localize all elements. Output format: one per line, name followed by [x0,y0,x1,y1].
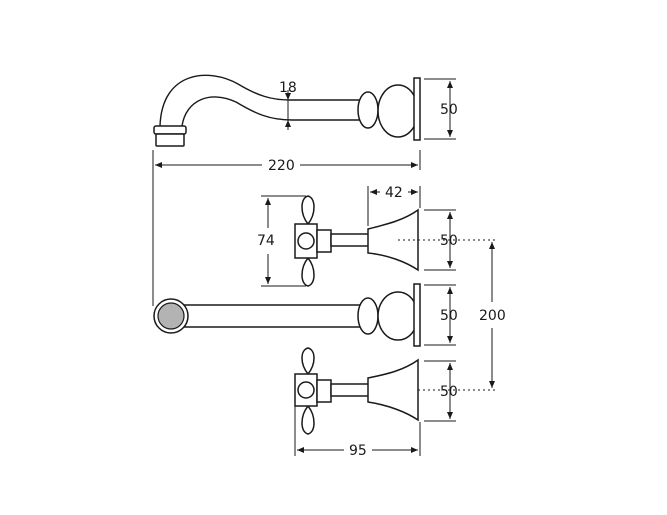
dim-handle-projection: 95 [294,406,421,459]
spout-wall-flange [413,77,421,141]
hot-tap-handle-assembly [294,195,419,287]
dim-handle-projection-label: 95 [349,443,367,459]
hot-handle-boss [297,232,315,250]
cold-handle-bottom-wing [301,404,315,435]
cold-handle-top-wing [301,347,315,376]
spout-arm-top-edge [159,74,360,127]
outlet-body-bulb [377,291,419,341]
dim-handle-centres: 200 [479,242,506,388]
dim-outlet-flange-height: 50 [424,284,458,346]
dim-spout-diameter: 18 [279,80,297,130]
spout-side-view [153,74,421,147]
spout-outlet-nozzle [153,125,187,135]
spout-body-bulb [377,84,419,138]
dim-outlet-flange-label: 50 [440,308,458,324]
dim-handle-centres-label: 200 [479,308,506,324]
hot-handle-top-wing [301,195,315,226]
cold-handle-boss [297,381,315,399]
dim-hot-flange-label: 50 [440,233,458,249]
dim-spout-flange-label: 50 [440,102,458,118]
spout-outlet-tip [155,133,185,147]
dim-spout-projection: 220 [152,150,421,306]
cold-handle-spindle [330,383,370,397]
dim-spout-diameter-label: 18 [279,80,297,96]
outlet-wall-flange [413,283,421,347]
dim-spout-projection-label: 220 [268,158,295,174]
cold-handle-flange-bell [367,358,419,422]
dim-spout-flange-height: 50 [424,78,458,140]
dim-cold-flange-label: 50 [440,384,458,400]
cold-tap-handle-assembly [294,347,419,435]
dim-hot-flange-height: 50 [424,209,458,271]
hot-handle-collar [316,229,332,253]
cold-handle-collar [316,379,332,403]
dim-handle-height-label: 74 [257,233,275,249]
dim-handle-flange-depth: 42 [367,185,421,226]
spout-arm-bottom-edge [181,96,360,127]
outlet-spout-front-view [153,283,421,347]
dim-handle-flange-depth-label: 42 [385,185,403,201]
hot-handle-bottom-wing [301,256,315,287]
hot-handle-flange-bell [367,208,419,272]
dim-handle-height: 74 [257,195,306,287]
hot-handle-spindle [330,233,370,247]
dim-cold-flange-height: 50 [424,360,458,422]
spout-collar [357,91,379,129]
outlet-collar [357,297,379,335]
outlet-aerator [157,302,185,330]
